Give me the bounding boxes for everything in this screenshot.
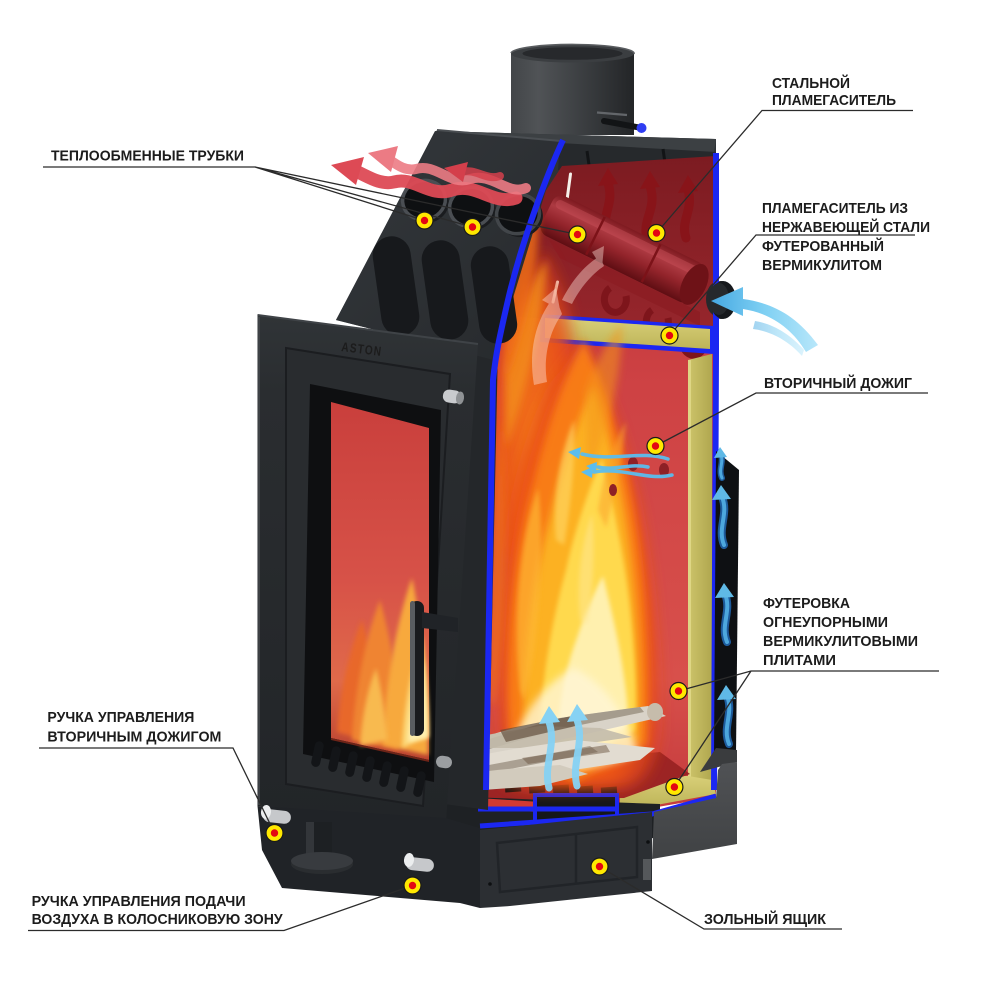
svg-text:ФУТЕРОВКА: ФУТЕРОВКА xyxy=(763,595,850,612)
svg-text:ВТОРИЧНЫМ ДОЖИГОМ: ВТОРИЧНЫМ ДОЖИГОМ xyxy=(47,729,221,746)
svg-text:ВЕРМИКУЛИТОМ: ВЕРМИКУЛИТОМ xyxy=(762,257,882,274)
svg-text:ASTON: ASTON xyxy=(341,339,384,359)
svg-text:РУЧКА УПРАВЛЕНИЯ: РУЧКА УПРАВЛЕНИЯ xyxy=(47,709,194,726)
svg-text:РУЧКА УПРАВЛЕНИЯ ПОДАЧИ: РУЧКА УПРАВЛЕНИЯ ПОДАЧИ xyxy=(32,893,246,910)
svg-text:ПЛИТАМИ: ПЛИТАМИ xyxy=(763,652,836,669)
svg-text:ТЕПЛООБМЕННЫЕ ТРУБКИ: ТЕПЛООБМЕННЫЕ ТРУБКИ xyxy=(51,148,244,165)
svg-text:ПЛАМЕГАСИТЕЛЬ: ПЛАМЕГАСИТЕЛЬ xyxy=(772,92,896,109)
svg-text:ЗОЛЬНЫЙ ЯЩИК: ЗОЛЬНЫЙ ЯЩИК xyxy=(704,910,827,928)
svg-text:ВТОРИЧНЫЙ ДОЖИГ: ВТОРИЧНЫЙ ДОЖИГ xyxy=(764,374,912,392)
svg-text:ФУТЕРОВАННЫЙ: ФУТЕРОВАННЫЙ xyxy=(762,237,884,255)
svg-text:ВЕРМИКУЛИТОВЫМИ: ВЕРМИКУЛИТОВЫМИ xyxy=(763,633,918,650)
svg-text:НЕРЖАВЕЮЩЕЙ СТАЛИ: НЕРЖАВЕЮЩЕЙ СТАЛИ xyxy=(762,218,930,236)
svg-text:ОГНЕУПОРНЫМИ: ОГНЕУПОРНЫМИ xyxy=(763,614,888,631)
svg-text:СТАЛЬНОЙ: СТАЛЬНОЙ xyxy=(772,74,850,92)
svg-text:ВОЗДУХА В КОЛОСНИКОВУЮ ЗОНУ: ВОЗДУХА В КОЛОСНИКОВУЮ ЗОНУ xyxy=(32,911,284,928)
svg-text:ПЛАМЕГАСИТЕЛЬ ИЗ: ПЛАМЕГАСИТЕЛЬ ИЗ xyxy=(762,200,908,217)
